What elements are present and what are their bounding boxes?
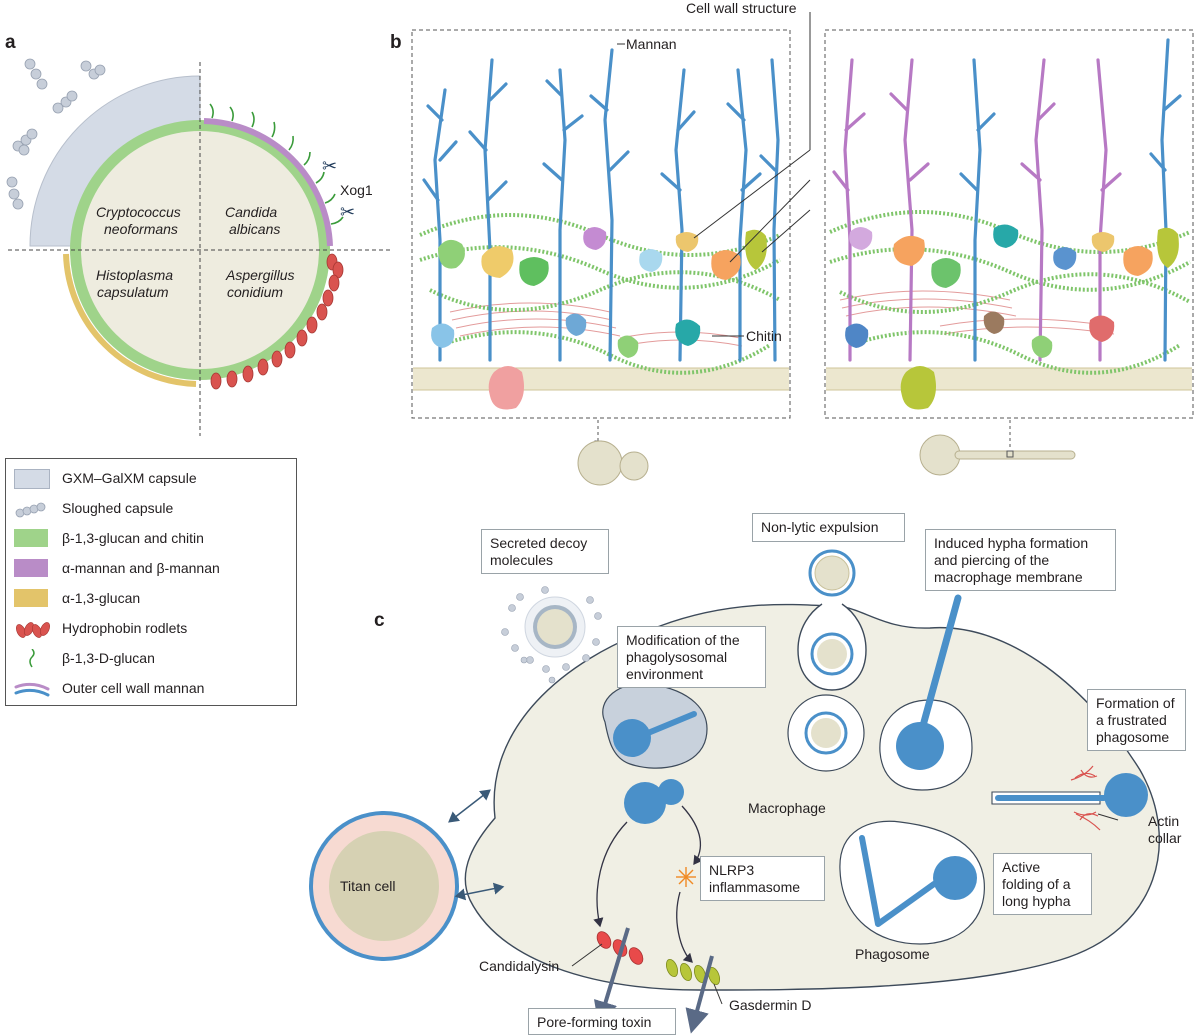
panel-label-c: c: [374, 610, 385, 631]
cryptococcus-label-2: neoformans: [104, 221, 178, 237]
aspergillus-label-1: Aspergillus: [226, 267, 295, 283]
box-line: Active: [1002, 859, 1041, 875]
pore-box: Pore-forming toxin: [528, 1008, 676, 1035]
mannan-swatch: [14, 559, 48, 577]
legend: GXM–GalXM capsule Sloughed capsule β-1,3…: [5, 458, 297, 706]
box-line: macrophage membrane: [934, 569, 1083, 585]
legend-item: β-1,3-glucan and chitin: [6, 527, 296, 551]
histoplasma-label-1: Histoplasma: [96, 267, 174, 283]
decoy-box: Secreted decoy molecules: [481, 529, 609, 574]
candida-label-2: albicans: [229, 221, 281, 237]
box-line: phagosome: [1096, 729, 1170, 745]
legend-item: Hydrophobin rodlets: [6, 617, 296, 641]
mannan-label: Mannan: [626, 36, 677, 52]
folding-box: Active folding of a long hypha: [993, 853, 1092, 915]
actin-collar-label-2: collar: [1148, 830, 1182, 846]
box-line: a frustrated: [1096, 712, 1167, 728]
panel-label-b: b: [390, 32, 402, 53]
box-line: Pore-forming toxin: [537, 1014, 652, 1030]
legend-item: β-1,3-D-glucan: [6, 647, 296, 671]
panel-label-a: a: [5, 32, 16, 53]
gasdermin-label: Gasdermin D: [729, 997, 812, 1013]
expulsion-box: Non-lytic expulsion: [752, 513, 905, 542]
titan-cell-label: Titan cell: [340, 878, 396, 894]
legend-item: GXM–GalXM capsule: [6, 467, 296, 491]
candida-label-1: Candida: [225, 204, 278, 220]
nlrp3-box: NLRP3 inflammasome: [700, 856, 825, 901]
svg-text:✂: ✂: [340, 202, 355, 222]
phagosome-label: Phagosome: [855, 946, 930, 962]
candidalysin-label: Candidalysin: [479, 958, 560, 974]
box-line: Formation of: [1096, 695, 1175, 711]
histoplasma-label-2: capsulatum: [97, 284, 169, 300]
legend-item: Outer cell wall mannan: [6, 677, 296, 701]
box-line: inflammasome: [709, 879, 801, 895]
box-line: folding of a: [1002, 876, 1071, 892]
phagolysosome-box: Modification of the phagolysosomal envir…: [617, 626, 766, 688]
frustrated-phagosome-box: Formation of a frustrated phagosome: [1087, 689, 1186, 751]
actin-collar-label-1: Actin: [1148, 813, 1180, 829]
macrophage-label: Macrophage: [748, 800, 826, 816]
panel-b-cell-wall: [411, 12, 1194, 486]
xog1-label: Xog1: [340, 182, 373, 198]
legend-label: Hydrophobin rodlets: [62, 620, 188, 636]
legend-label: α-mannan and β-mannan: [62, 560, 220, 576]
legend-label: β-1,3-D-glucan: [62, 650, 155, 666]
glucan-chitin-swatch: [14, 529, 48, 547]
beta-glucan-icon: [29, 649, 35, 668]
box-line: NLRP3: [709, 862, 755, 878]
svg-text:✂: ✂: [322, 156, 337, 176]
box-line: long hypha: [1002, 893, 1071, 909]
legend-item: Sloughed capsule: [6, 497, 296, 521]
aspergillus-label-2: conidium: [227, 284, 284, 300]
box-line: Modification of the: [626, 632, 740, 648]
box-line: Non-lytic expulsion: [761, 519, 879, 535]
legend-label: Sloughed capsule: [62, 500, 174, 516]
box-line: Secreted decoy: [490, 535, 588, 551]
alpha-glucan-swatch: [14, 589, 48, 607]
capsule-swatch: [14, 469, 50, 489]
chitin-label: Chitin: [746, 328, 782, 344]
box-line: molecules: [490, 552, 554, 568]
box-line: phagolysosomal: [626, 649, 728, 665]
legend-label: Outer cell wall mannan: [62, 680, 205, 696]
hypha-formation-box: Induced hypha formation and piercing of …: [925, 529, 1116, 591]
sloughed-capsule-icon: [15, 502, 46, 518]
cell-wall-structure-title: Cell wall structure: [686, 0, 797, 16]
legend-item: α-mannan and β-mannan: [6, 557, 296, 581]
legend-label: β-1,3-glucan and chitin: [62, 530, 204, 546]
box-line: Induced hypha formation: [934, 535, 1089, 551]
panel-c-macrophage: [309, 549, 1160, 1034]
hydrophobin-icon: [16, 622, 50, 638]
legend-label: GXM–GalXM capsule: [62, 470, 197, 486]
panel-a-cell-diagram: ✂ ✂: [6, 58, 390, 436]
box-line: environment: [626, 666, 704, 682]
cryptococcus-label-1: Cryptococcus: [96, 204, 181, 220]
box-line: and piercing of the: [934, 552, 1050, 568]
outer-mannan-icon: [14, 682, 50, 697]
legend-item: α-1,3-glucan: [6, 587, 296, 611]
legend-label: α-1,3-glucan: [62, 590, 141, 606]
